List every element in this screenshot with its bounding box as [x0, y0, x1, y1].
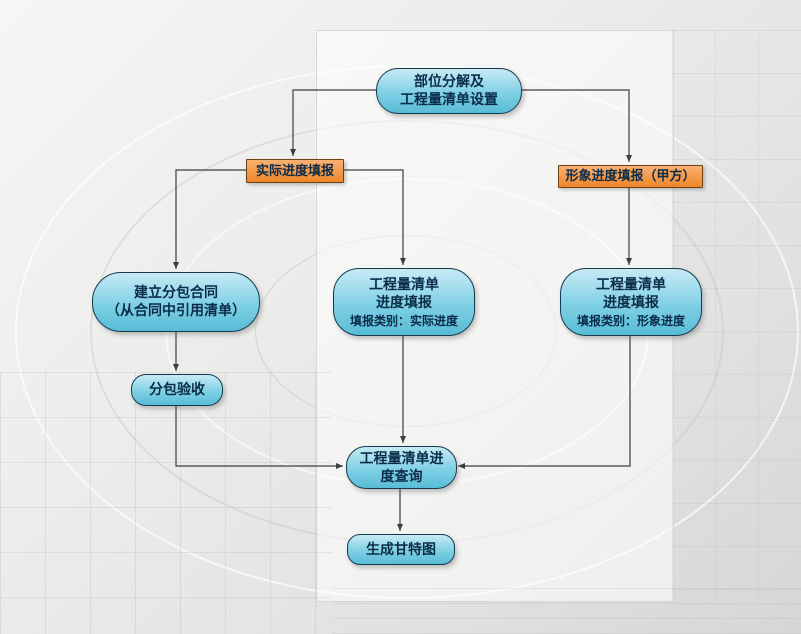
- node-label-line: 度查询: [380, 468, 423, 485]
- node-sublabel: 填报类别：形象进度: [576, 313, 685, 328]
- flow-node-actual-progress-report: 实际进度填报: [246, 159, 344, 183]
- flow-node-create-subcontract: 建立分包合同 （从合同中引用清单）: [92, 272, 260, 332]
- decor-grid-bottom-left: [0, 372, 332, 634]
- node-label-line: 工程量清单设置: [400, 92, 498, 108]
- node-label: 生成甘特图: [366, 541, 436, 558]
- node-label-line: 进度填报: [376, 294, 432, 311]
- node-label: 实际进度填报: [255, 163, 334, 179]
- node-label-line: 部位分解及: [414, 74, 484, 90]
- flow-node-generate-gantt: 生成甘特图: [347, 534, 455, 565]
- node-label-line: 工程量清单: [369, 276, 439, 293]
- flow-node-boq-setup: 部位分解及 工程量清单设置: [376, 68, 522, 114]
- flow-node-boq-progress-visual: 工程量清单 进度填报 填报类别：形象进度: [560, 268, 702, 336]
- node-label: 分包验收: [149, 382, 205, 398]
- flow-node-boq-progress-query: 工程量清单进 度查询: [346, 446, 457, 489]
- node-sublabel: 填报类别：实际进度: [349, 313, 458, 328]
- flow-node-visual-progress-report: 形象进度填报（甲方）: [558, 165, 703, 188]
- node-label-line: 进度填报: [603, 294, 659, 311]
- node-label-line: 工程量清单: [596, 276, 666, 293]
- flow-node-boq-progress-actual: 工程量清单 进度填报 填报类别：实际进度: [333, 268, 475, 336]
- edge-actual-report-to-subcontract: [173, 169, 246, 269]
- flow-node-subcontract-acceptance: 分包验收: [131, 374, 223, 406]
- node-label-line: 工程量清单进: [359, 450, 444, 467]
- node-label: 形象进度填报（甲方）: [565, 169, 696, 184]
- node-label-line: （从合同中引用清单）: [106, 303, 246, 319]
- node-label-line: 建立分包合同: [134, 285, 218, 301]
